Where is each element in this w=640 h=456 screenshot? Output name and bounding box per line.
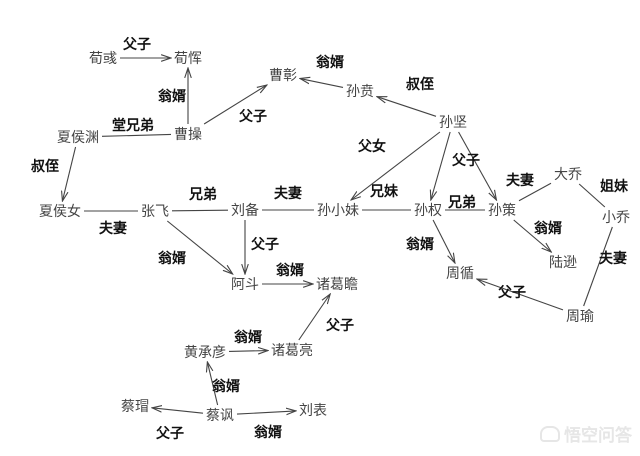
edge-label: 翁婿 <box>276 262 305 279</box>
watermark: 悟空问答 <box>540 421 632 446</box>
edge-huangchengyan-zhugeliang <box>228 351 268 352</box>
node-xiahouyuan: 夏侯渊 <box>57 130 99 146</box>
node-xiaoqiao: 小乔 <box>602 210 630 226</box>
edge-sunquan-zhouxun <box>432 219 455 263</box>
edge-xiahouyuan-caocao <box>101 133 172 137</box>
edge-xiahouyuan-xiahounv <box>62 146 77 201</box>
node-zhugezhan: 诸葛瞻 <box>316 276 358 293</box>
node-caocao: 曹操 <box>174 127 202 143</box>
watermark-logo-icon <box>540 426 560 442</box>
node-sunce: 孙策 <box>488 202 516 219</box>
edge-label: 堂兄弟 <box>112 117 154 134</box>
node-caifeng: 蔡讽 <box>206 408 234 424</box>
node-sunben: 孙贲 <box>346 84 374 100</box>
edge-label: 翁婿 <box>254 424 283 441</box>
edge-caifeng-huangchengyan <box>207 362 219 406</box>
edge-label: 兄妹 <box>369 183 399 200</box>
node-sunquan: 孙权 <box>414 203 442 219</box>
edge-label: 父女 <box>357 138 386 155</box>
node-huangchengyan: 黄承彦 <box>184 344 226 361</box>
watermark-text: 悟空问答 <box>564 426 632 446</box>
node-zhouyu: 周瑜 <box>566 309 594 325</box>
edge-label: 姐妹 <box>600 178 629 195</box>
edge-label: 叔侄 <box>406 76 434 93</box>
node-caozhang: 曹彰 <box>269 67 297 84</box>
edge-label: 夫妻 <box>599 250 627 267</box>
edge-sunjian-sunben <box>377 97 437 117</box>
node-adou: 阿斗 <box>231 277 259 293</box>
node-xunyun: 荀恽 <box>174 51 202 67</box>
edge-label: 翁婿 <box>212 378 241 395</box>
edge-sunjian-sunce <box>458 131 497 200</box>
edge-zhouyu-zhouxun <box>477 279 564 311</box>
node-daqiao: 大乔 <box>554 167 582 183</box>
edge-label: 兄弟 <box>447 194 476 211</box>
edge-label: 父子 <box>122 37 151 53</box>
edge-xiaoqiao-zhouyu <box>583 226 613 307</box>
edge-label: 叔侄 <box>31 158 59 175</box>
edge-sunben-caozhang <box>300 79 344 89</box>
edge-label: 父子 <box>497 285 526 301</box>
node-liubei: 刘备 <box>231 202 259 219</box>
edge-label: 父子 <box>155 426 184 442</box>
edge-zhugeliang-zhugezhan <box>298 294 330 341</box>
edge-zhangfei-liubei <box>171 209 229 212</box>
node-zhangfei: 张飞 <box>141 204 169 220</box>
edge-label: 翁婿 <box>534 220 563 237</box>
node-zhouxun: 周循 <box>446 266 474 282</box>
node-zhugeliang: 诸葛亮 <box>271 342 313 359</box>
edge-sunce-daqiao <box>518 182 552 202</box>
edge-zhangfei-adou <box>166 220 232 274</box>
edge-label: 父子 <box>325 318 354 334</box>
node-caimao: 蔡瑁 <box>121 399 149 415</box>
node-luxun: 陆逊 <box>549 255 577 271</box>
edge-label: 夫妻 <box>506 172 534 189</box>
edge-label: 翁婿 <box>158 250 187 267</box>
edge-label: 父子 <box>451 153 480 169</box>
edge-label: 翁婿 <box>158 88 187 105</box>
edge-caifeng-caimao <box>152 408 204 414</box>
edge-label: 兄弟 <box>188 186 217 203</box>
edge-label: 夫妻 <box>99 220 127 237</box>
edge-sunjian-sunxiaomei <box>351 131 441 200</box>
node-xunyu: 荀彧 <box>89 51 117 67</box>
edge-label: 夫妻 <box>274 185 302 202</box>
edge-label: 父子 <box>238 109 267 125</box>
node-xiahounv: 夏侯女 <box>39 203 81 220</box>
node-sunxiaomei: 孙小妹 <box>317 203 359 219</box>
edge-label: 翁婿 <box>234 329 263 346</box>
edge-caifeng-liubiao <box>236 411 296 414</box>
edge-label: 父子 <box>250 237 279 253</box>
edge-caocao-caozhang <box>203 85 267 125</box>
edge-sunjian-sunquan <box>431 131 451 200</box>
node-liubiao: 刘表 <box>299 403 327 419</box>
edge-sunce-luxun <box>513 219 552 252</box>
edge-daqiao-xiaoqiao <box>578 183 606 208</box>
edge-label: 翁婿 <box>406 236 435 253</box>
node-sunjian: 孙坚 <box>439 115 467 131</box>
edge-label: 翁婿 <box>316 54 345 71</box>
